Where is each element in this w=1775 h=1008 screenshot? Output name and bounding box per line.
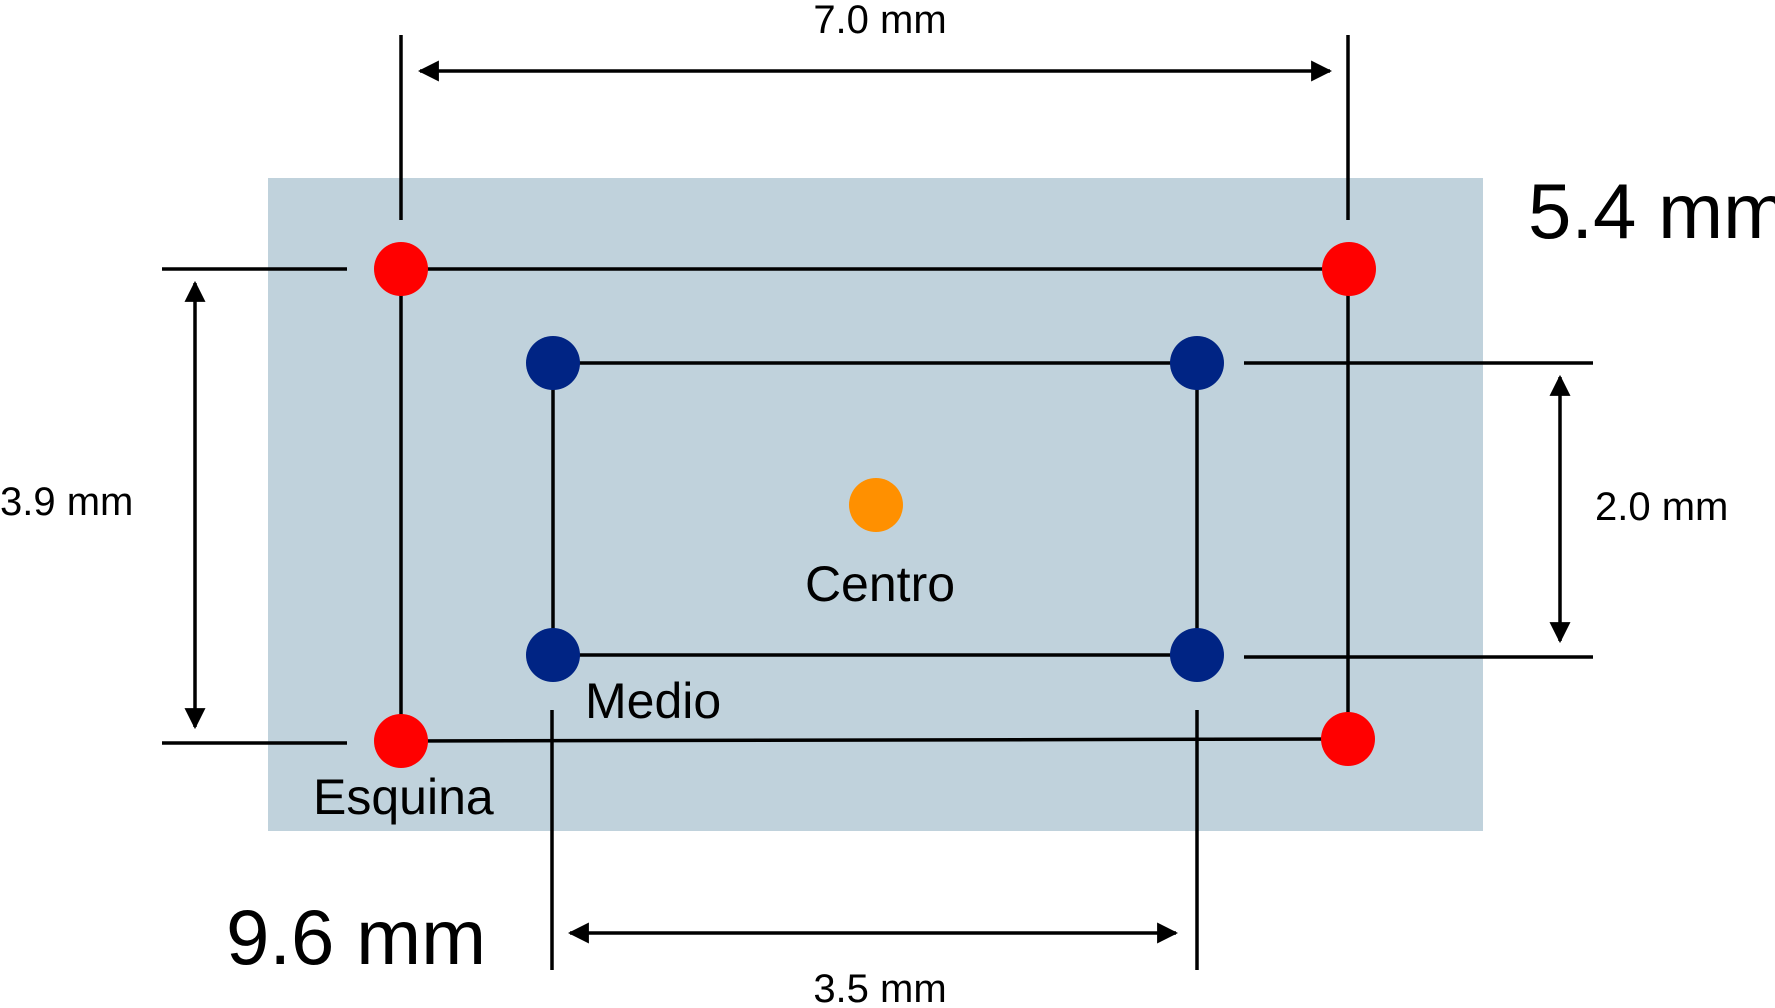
center-point-label: Centro xyxy=(805,556,955,612)
corner-spacing-x-label: 7.0 mm xyxy=(813,0,946,42)
middle-spacing-x-label: 3.5 mm xyxy=(813,967,946,1008)
middle-point-label: Medio xyxy=(585,673,721,729)
middle-point-bottom-right xyxy=(1170,628,1224,682)
corner-frame-bottom xyxy=(400,737,1350,743)
corner-point-top-left xyxy=(374,242,428,296)
corner-point-top-right xyxy=(1322,242,1376,296)
corner-spacing-y-label: 3.9 mm xyxy=(0,480,133,524)
center-point xyxy=(849,478,903,532)
board-width-label: 9.6 mm xyxy=(226,893,486,981)
middle-frame xyxy=(550,361,1593,970)
middle-point-bottom-left xyxy=(526,628,580,682)
corner-point-bottom-right xyxy=(1321,712,1375,766)
middle-point-top-left xyxy=(526,336,580,390)
middle-spacing-y-label: 2.0 mm xyxy=(1595,485,1728,529)
board-height-label: 5.4 mm xyxy=(1528,167,1775,255)
corner-point-label: Esquina xyxy=(313,769,494,825)
middle-point-top-right xyxy=(1170,336,1224,390)
corner-point-bottom-left xyxy=(374,714,428,768)
corner-frame xyxy=(162,35,1350,745)
